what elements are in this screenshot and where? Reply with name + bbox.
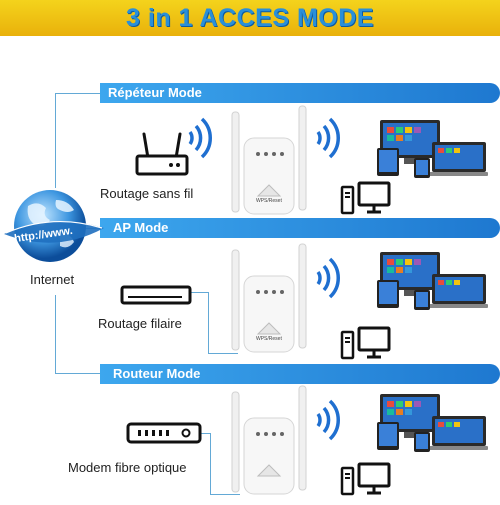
wps-reset-label: WPS/Reset — [256, 198, 282, 204]
wireless-router-icon — [134, 132, 190, 178]
mode-band-repeater — [100, 83, 500, 103]
fiber-modem-icon — [126, 422, 202, 444]
connector-line — [210, 433, 211, 495]
title-banner — [0, 0, 500, 36]
desktop-computer-icon — [340, 326, 392, 360]
wifi-extender-device — [228, 382, 310, 500]
mode-band-router — [100, 364, 500, 384]
mode-band-ap — [100, 218, 500, 238]
desktop-computer-icon — [340, 462, 392, 496]
connector-line — [208, 353, 238, 354]
internet-globe-icon — [2, 186, 106, 266]
wired-router-icon — [120, 284, 192, 306]
device-label-wired: Routage filaire — [98, 316, 182, 331]
mode-label-router: Routeur Mode — [113, 366, 201, 381]
mode-label-repeater: Répéteur Mode — [108, 85, 202, 100]
devices-group-icon — [376, 118, 488, 180]
connector-line — [55, 373, 105, 374]
connector-line — [55, 93, 105, 94]
connector-line — [200, 433, 210, 434]
wifi-extender-device — [228, 240, 310, 358]
connector-line — [210, 494, 240, 495]
wifi-signal-icon — [314, 116, 344, 160]
wifi-signal-icon — [314, 256, 344, 300]
device-label-wireless: Routage sans fil — [100, 186, 194, 201]
devices-group-icon — [376, 250, 488, 312]
connector-line — [55, 93, 56, 188]
desktop-computer-icon — [340, 181, 392, 215]
device-label-fiber: Modem fibre optique — [68, 460, 187, 475]
wifi-signal-icon — [186, 116, 216, 160]
internet-label: Internet — [30, 272, 75, 287]
connector-line — [55, 295, 56, 373]
connector-line — [190, 292, 208, 293]
wps-reset-label: WPS/Reset — [256, 336, 282, 342]
mode-label-ap: AP Mode — [113, 220, 169, 235]
page-title: 3 in 1 ACCES MODE — [126, 4, 374, 32]
connector-line — [208, 292, 209, 354]
devices-group-icon — [376, 392, 488, 454]
wifi-signal-icon — [314, 398, 344, 442]
wifi-extender-device — [228, 102, 310, 220]
